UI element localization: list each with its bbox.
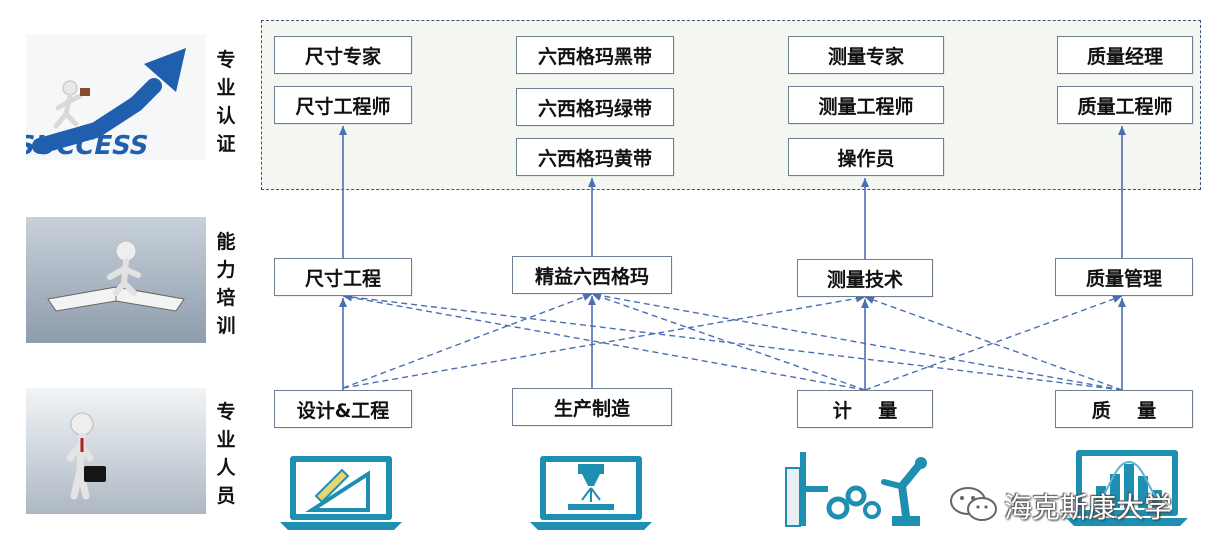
svg-text:SUCCESS: SUCCESS [26,131,151,160]
dashed-arrow [864,296,1123,391]
cert-node: 测量专家 [788,36,944,74]
laptop-machining-icon [526,452,656,534]
cert-node: 测量工程师 [788,86,944,124]
dashed-arrow [864,295,1123,391]
dashed-arrow [591,293,866,391]
side-label-certification: 专业认证 [216,49,236,155]
dashed-arrow [342,293,1123,391]
wechat-icon [948,485,1000,523]
dashed-arrow [591,291,1123,391]
dashed-arrow [342,293,593,389]
training-node: 质量管理 [1055,258,1193,296]
watermark: 海克斯康大学 [948,484,1193,524]
cert-node: 操作员 [788,138,944,176]
cert-node: 六西格玛黄带 [516,138,674,176]
certification-image: SUCCESS [26,34,206,160]
robot-arm-icon [780,446,936,532]
cert-node: 六西格玛绿带 [516,88,674,126]
training-node: 测量技术 [797,259,933,297]
personnel-image [26,388,206,514]
cert-node: 六西格玛黑带 [516,36,674,74]
side-label-training: 能力培训 [216,231,236,337]
laptop-drafting-icon [276,452,406,534]
training-node: 精益六西格玛 [512,256,672,294]
cert-node: 质量工程师 [1057,86,1193,124]
dashed-arrow [342,293,866,391]
certification-panel [261,20,1201,190]
cert-node: 质量经理 [1057,36,1193,74]
cert-node: 尺寸专家 [274,36,412,74]
role-node: 生产制造 [512,388,672,426]
side-label-personnel: 专业人员 [216,401,236,507]
role-node: 质 量 [1055,390,1193,428]
role-node: 计 量 [797,390,933,428]
laptop-chart-icon [1062,446,1192,532]
cert-node: 尺寸工程师 [274,86,412,124]
watermark-text: 海克斯康大学 [1004,491,1173,524]
role-node: 设计&工程 [274,390,412,428]
training-node: 尺寸工程 [274,258,412,296]
training-image [26,217,206,343]
